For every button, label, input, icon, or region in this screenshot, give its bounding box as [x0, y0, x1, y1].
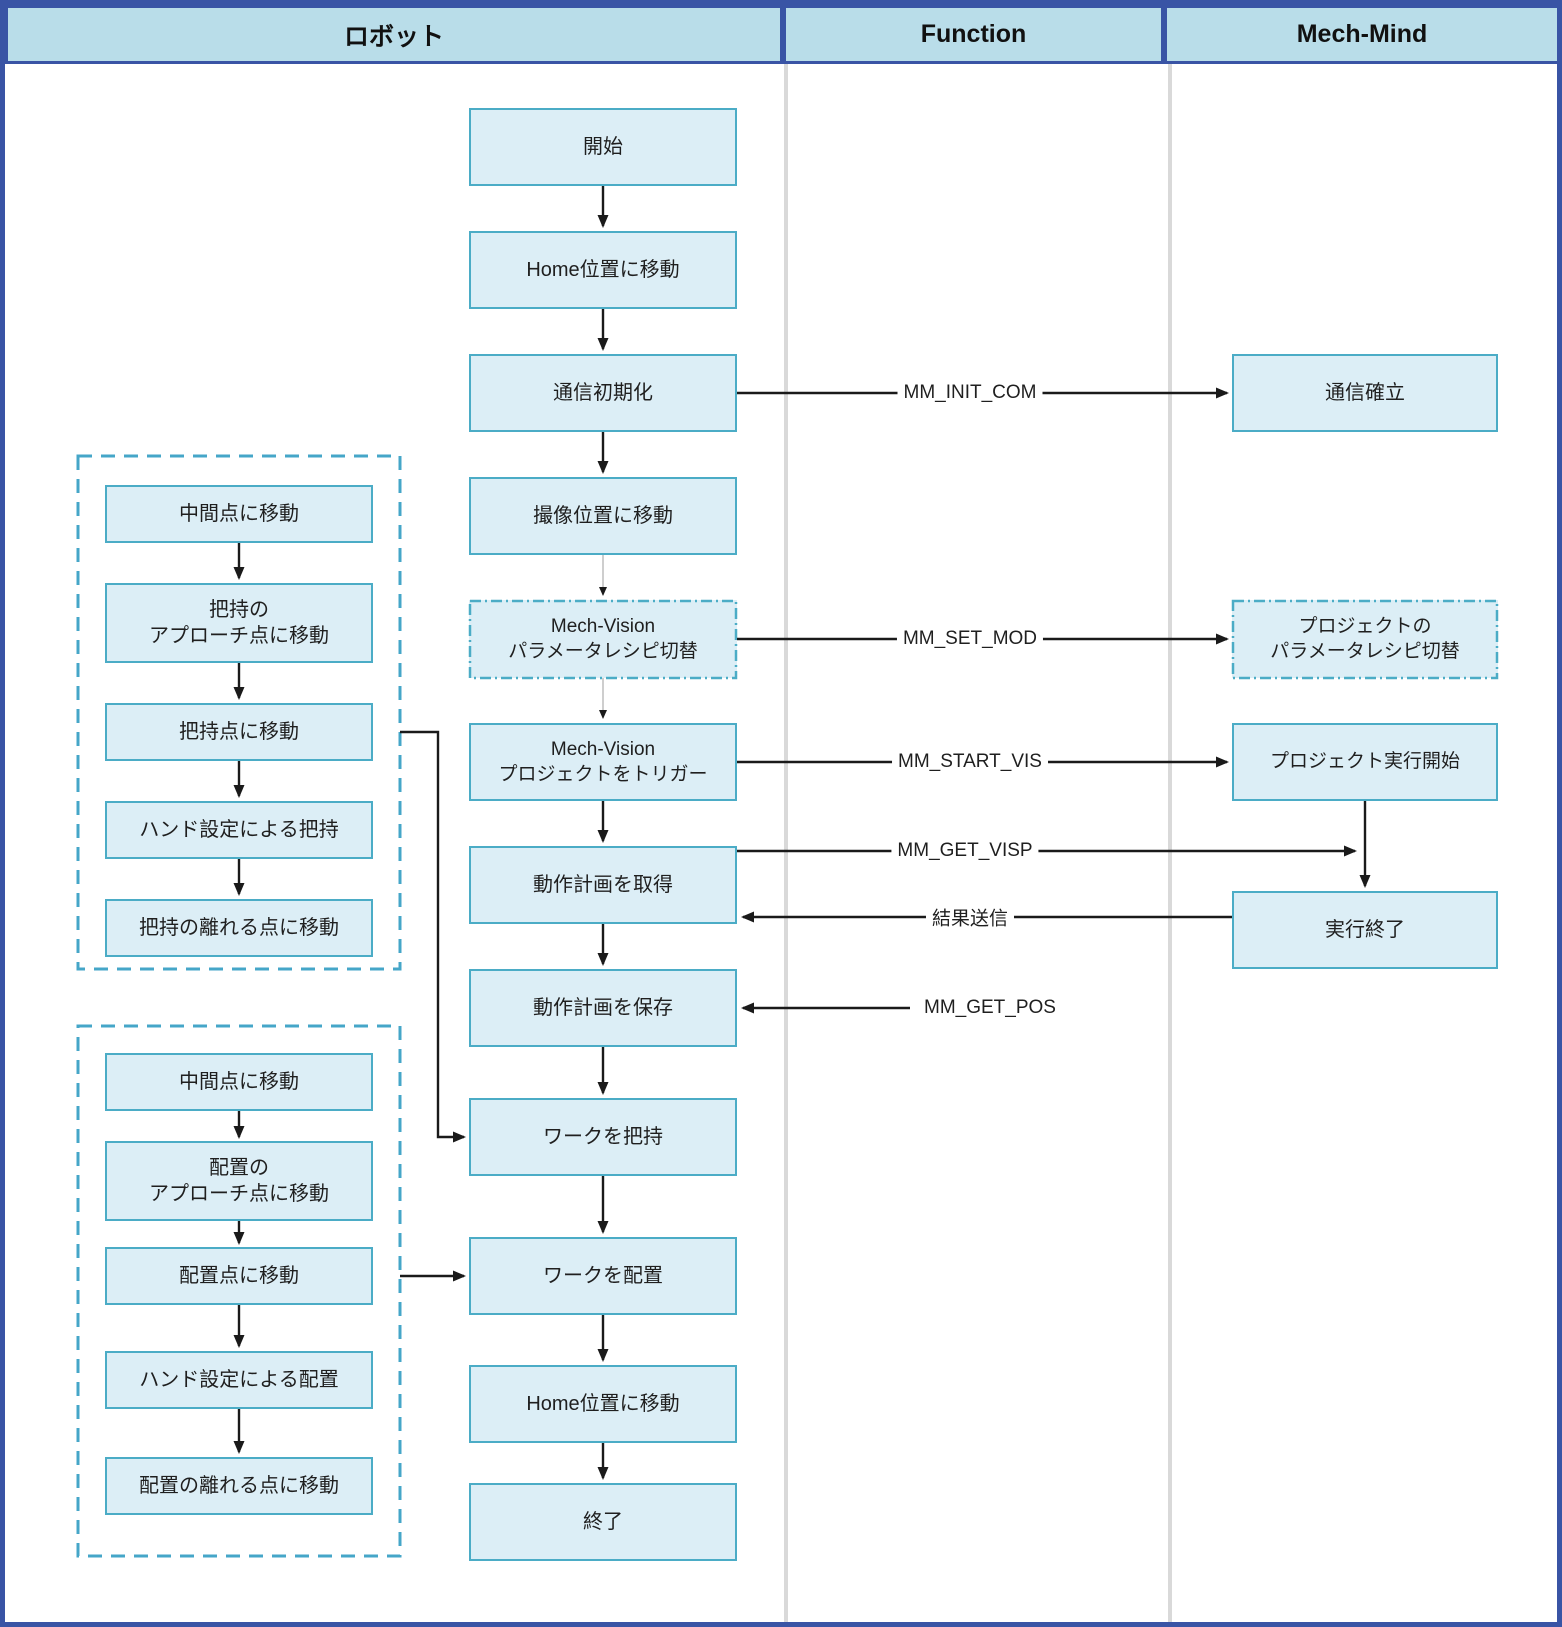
mechmind-node-project-end: 実行終了: [1232, 891, 1498, 969]
function-label-get-visp: MM_GET_VISP: [891, 840, 1039, 862]
flow-node-move-home-2: Home位置に移動: [469, 1365, 737, 1443]
mechmind-node-recipe-switch: プロジェクトの パラメータレシピ切替: [1232, 600, 1498, 678]
flow-node-move-home-1-label: Home位置に移動: [526, 258, 680, 281]
flow-node-init-com: 通信初期化: [469, 354, 737, 432]
flow-node-recipe-switch-label: Mech-Vision パラメータレシピ切替: [508, 615, 698, 662]
flow-node-trigger-project-label: Mech-Vision プロジェクトをトリガー: [498, 738, 708, 785]
place-group-approach-label: 配置の アプローチ点に移動: [149, 1156, 329, 1205]
pick-group-mid-point-label: 中間点に移動: [179, 502, 299, 525]
flow-node-place-work: ワークを配置: [469, 1237, 737, 1315]
pick-group-node-approach: 把持の アプローチ点に移動: [105, 583, 373, 663]
pick-group-depart-point-label: 把持の離れる点に移動: [139, 916, 339, 939]
pick-group-node-mid-point: 中間点に移動: [105, 485, 373, 543]
pick-group-approach-label: 把持の アプローチ点に移動: [149, 598, 329, 647]
function-label-get-pos: MM_GET_POS: [918, 997, 1062, 1019]
function-label-start-vis: MM_START_VIS: [892, 751, 1048, 773]
mechmind-com-established-label: 通信確立: [1325, 381, 1405, 404]
lane-separator-robot-function: [784, 64, 788, 1622]
place-group-hand-place-label: ハンド設定による配置: [139, 1368, 339, 1391]
pick-group-hand-grasp-label: ハンド設定による把持: [139, 818, 339, 841]
place-group-node-place-point: 配置点に移動: [105, 1247, 373, 1305]
pick-group-node-depart-point: 把持の離れる点に移動: [105, 899, 373, 957]
mechmind-project-end-label: 実行終了: [1325, 918, 1405, 941]
place-group-mid-point-label: 中間点に移動: [179, 1070, 299, 1093]
flow-node-end: 終了: [469, 1483, 737, 1561]
lane-separator-function-mechmind: [1168, 64, 1172, 1622]
flow-node-get-plan: 動作計画を取得: [469, 846, 737, 924]
place-group-node-hand-place: ハンド設定による配置: [105, 1351, 373, 1409]
flow-node-init-com-label: 通信初期化: [553, 381, 653, 404]
place-group-place-point-label: 配置点に移動: [179, 1264, 299, 1287]
flow-node-move-capture: 撮像位置に移動: [469, 477, 737, 555]
mechmind-node-com-established: 通信確立: [1232, 354, 1498, 432]
flow-node-start-label: 開始: [583, 135, 623, 158]
pick-group-grasp-point-label: 把持点に移動: [179, 720, 299, 743]
flow-node-move-home-2-label: Home位置に移動: [526, 1392, 680, 1415]
flow-node-start: 開始: [469, 108, 737, 186]
flow-node-place-work-label: ワークを配置: [543, 1264, 663, 1287]
column-header-mech-mind: Mech-Mind: [1164, 5, 1557, 64]
place-group-node-mid-point: 中間点に移動: [105, 1053, 373, 1111]
flow-node-move-home-1: Home位置に移動: [469, 231, 737, 309]
flow-node-get-plan-label: 動作計画を取得: [533, 873, 673, 896]
flow-node-move-capture-label: 撮像位置に移動: [533, 504, 673, 527]
flow-node-recipe-switch: Mech-Vision パラメータレシピ切替: [469, 600, 737, 678]
function-label-send-result: 結果送信: [925, 903, 1015, 931]
place-group-node-depart-point: 配置の離れる点に移動: [105, 1457, 373, 1515]
place-group-depart-point-label: 配置の離れる点に移動: [139, 1474, 339, 1497]
flow-node-trigger-project: Mech-Vision プロジェクトをトリガー: [469, 723, 737, 801]
mechmind-project-start-label: プロジェクト実行開始: [1269, 751, 1460, 773]
mechmind-node-project-start: プロジェクト実行開始: [1232, 723, 1498, 801]
pick-group-node-grasp-point: 把持点に移動: [105, 703, 373, 761]
function-label-set-mod: MM_SET_MOD: [896, 628, 1044, 650]
pick-group-node-hand-grasp: ハンド設定による把持: [105, 801, 373, 859]
column-header-robot: ロボット: [5, 5, 783, 64]
flow-node-save-plan-label: 動作計画を保存: [533, 996, 673, 1019]
column-header-function: Function: [783, 5, 1164, 64]
place-group-node-approach: 配置の アプローチ点に移動: [105, 1141, 373, 1221]
mechmind-recipe-switch-label: プロジェクトの パラメータレシピ切替: [1270, 615, 1460, 662]
flow-node-save-plan: 動作計画を保存: [469, 969, 737, 1047]
function-label-init-com: MM_INIT_COM: [897, 382, 1043, 404]
flow-node-pick-work-label: ワークを把持: [543, 1125, 663, 1148]
flow-node-pick-work: ワークを把持: [469, 1098, 737, 1176]
flow-node-end-label: 終了: [583, 1510, 623, 1533]
